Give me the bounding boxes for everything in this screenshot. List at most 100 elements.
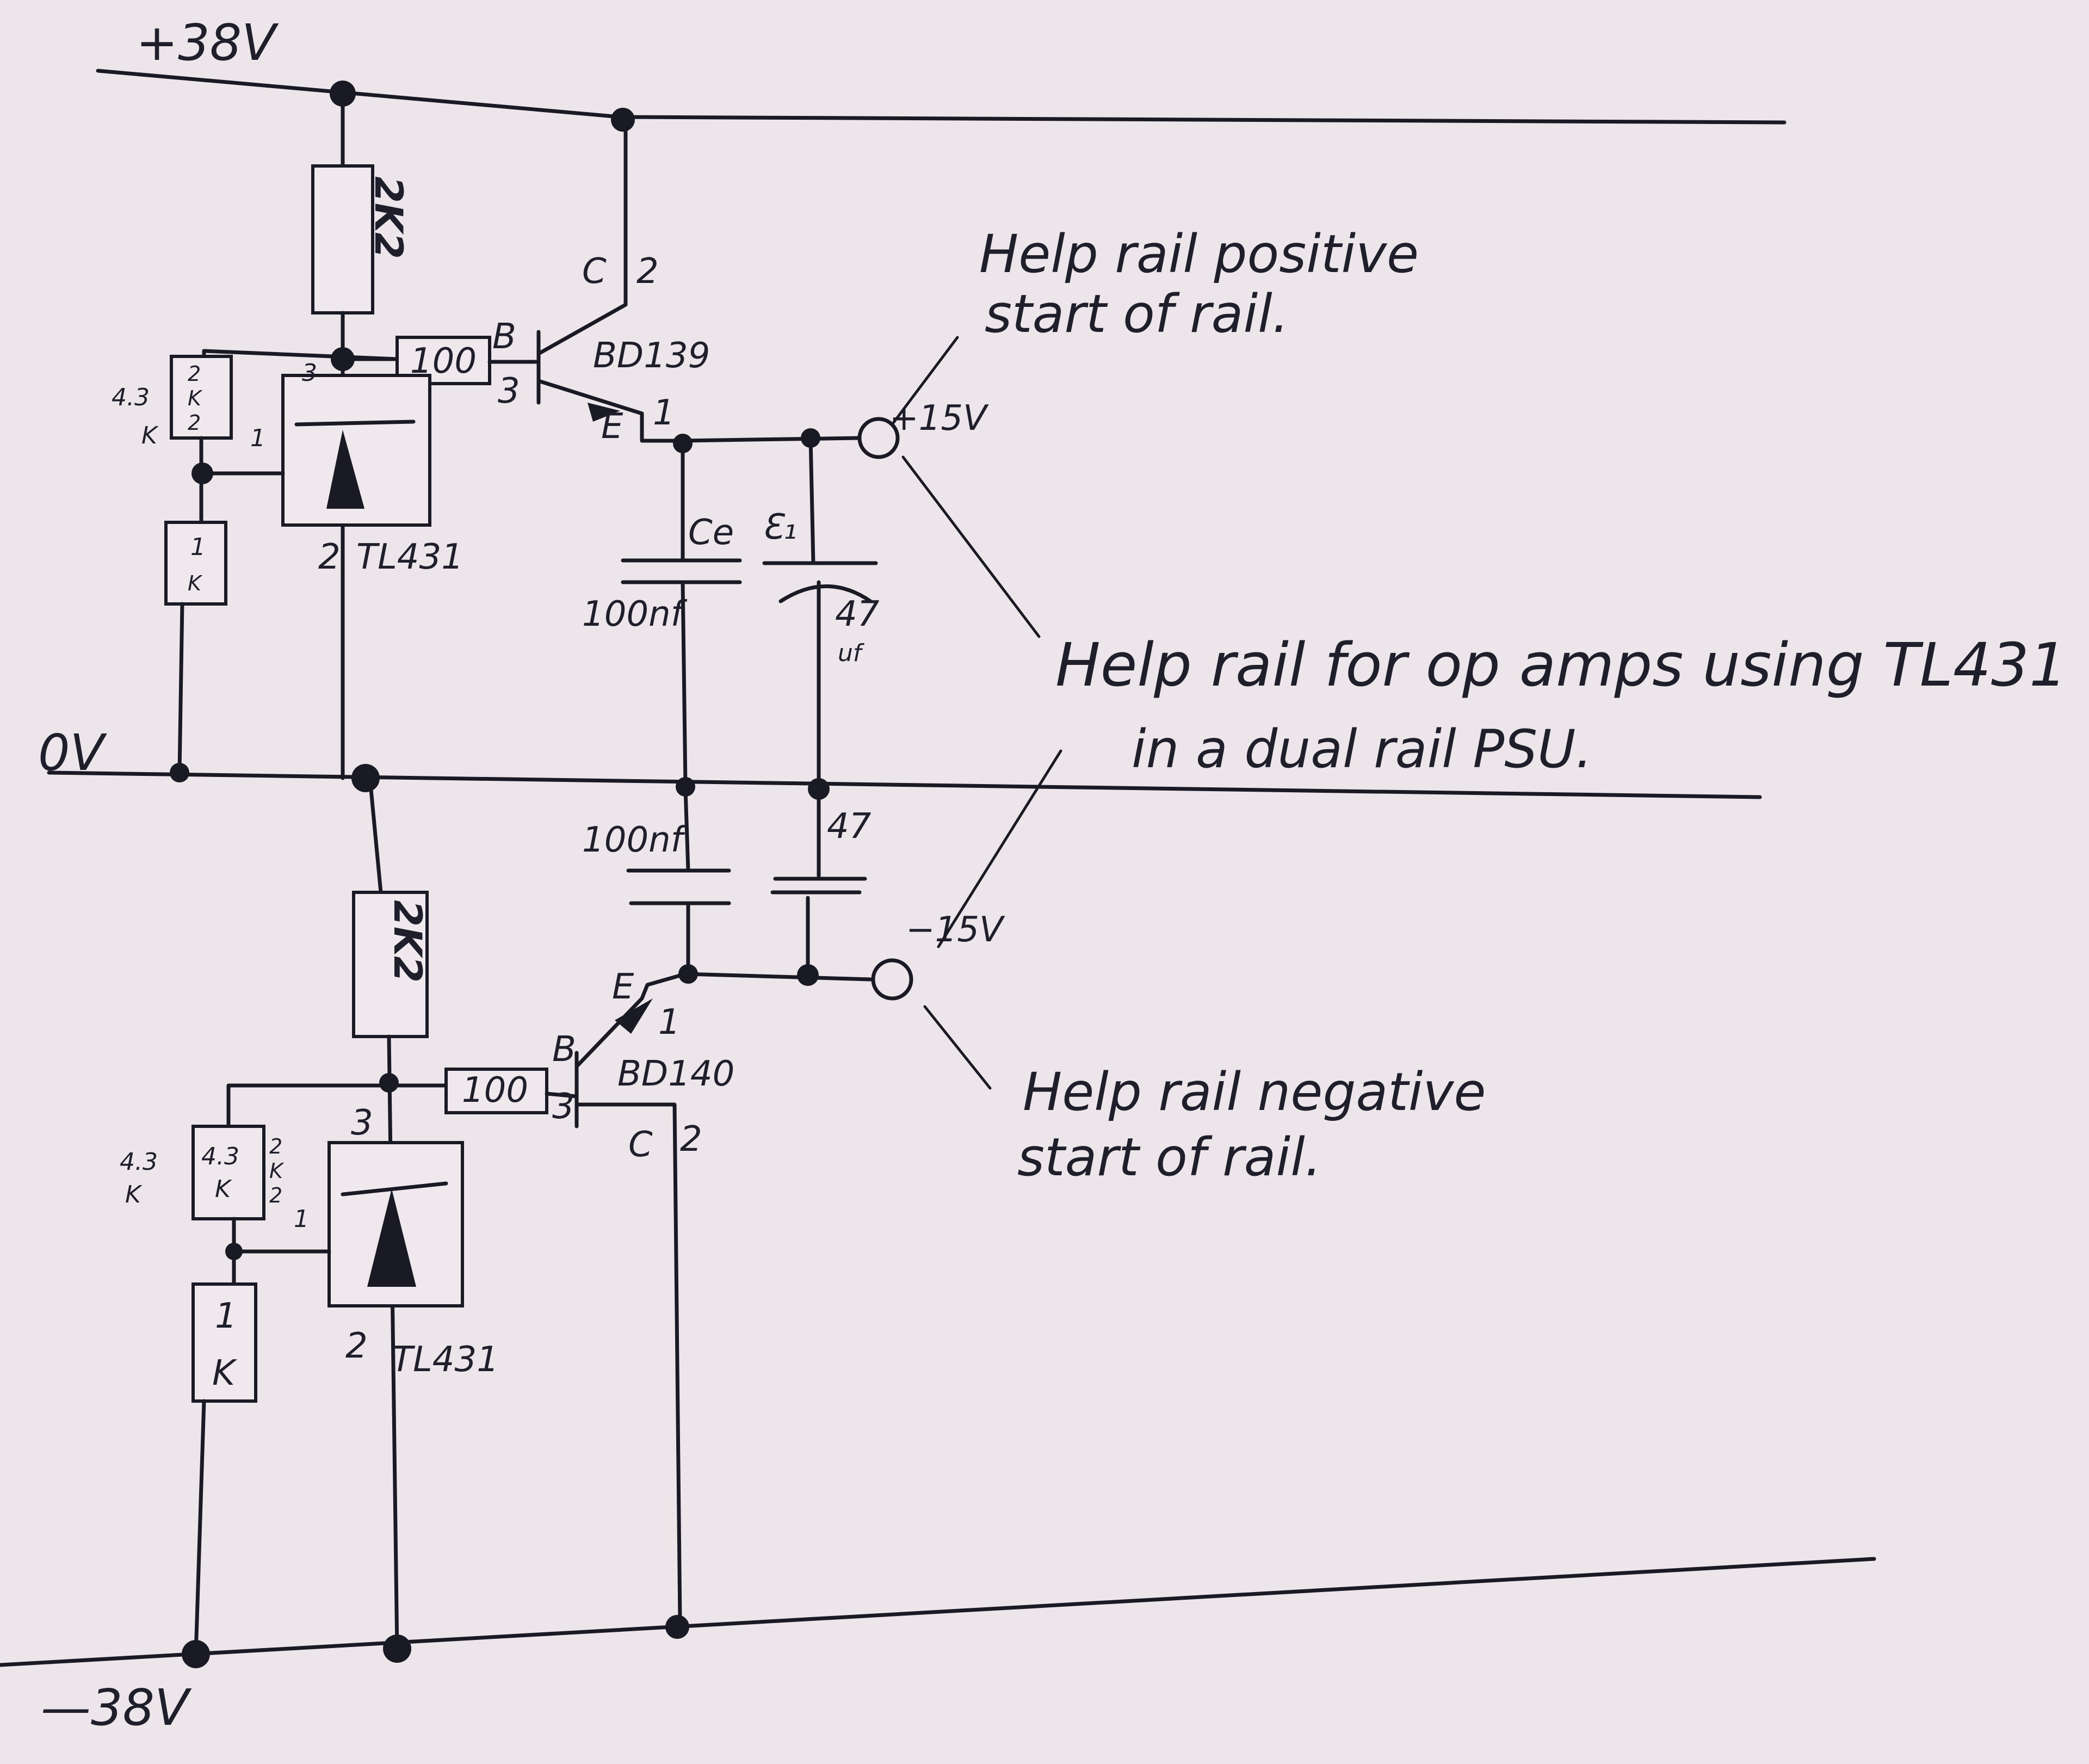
- bd140-label: BD140: [617, 1054, 734, 1094]
- wire: [808, 436, 815, 565]
- divider-value: 4.3: [112, 384, 150, 411]
- wire-negative-out: [683, 972, 873, 982]
- junction: [676, 777, 695, 797]
- tl431-b-pin-2: 2: [345, 1326, 368, 1366]
- divider-stack-2: K: [188, 386, 203, 410]
- tl431-bottom-bar: [341, 1181, 448, 1196]
- divider-b-value: 4.3: [120, 1148, 158, 1176]
- junction: [678, 964, 698, 984]
- divider-value-unit: K: [141, 422, 159, 449]
- tl431-b-label: TL431: [392, 1340, 499, 1380]
- cap-elec-value-2: uf: [838, 639, 865, 667]
- junction: [808, 778, 830, 800]
- junction: [665, 1615, 689, 1639]
- positive-note-line-2: start of rail.: [985, 283, 1289, 344]
- divider-b-inner-1: 4.3: [201, 1143, 239, 1170]
- divider-b-stack-1: 2: [269, 1134, 282, 1158]
- wire: [226, 1083, 448, 1128]
- pointer-positive: [891, 336, 959, 426]
- junction-dots: [170, 81, 830, 1668]
- cap-ceramic-neg-value: 100nf: [582, 820, 688, 860]
- positive-note-line-1: Help rail positive: [979, 224, 1419, 285]
- bd140-collector: [574, 1102, 682, 1624]
- main-note-line-2: in a dual rail PSU.: [1132, 719, 1592, 780]
- ground-rail: [47, 770, 1762, 799]
- wire: [387, 1034, 399, 1654]
- junction: [379, 1073, 399, 1093]
- label-minus15v: −15V: [906, 910, 1005, 950]
- junction: [331, 347, 355, 371]
- resistor-1k-b-2: K: [212, 1353, 238, 1393]
- wire: [194, 1399, 206, 1656]
- bd139-pin-2: 2: [636, 251, 659, 292]
- tl431-triangle: [326, 430, 364, 509]
- junction: [330, 81, 356, 107]
- resistor-100-base-neg: [444, 1068, 548, 1114]
- positive-rail-label: +38V: [136, 14, 279, 72]
- junction: [191, 462, 213, 484]
- label-plus15v: +15V: [889, 398, 989, 439]
- bd139-pin-c: C: [582, 251, 607, 292]
- bd139-collector: [536, 115, 628, 356]
- wire: [368, 776, 383, 895]
- junction: [801, 428, 820, 448]
- bd140-pin-e: E: [612, 967, 634, 1007]
- cap-ceramic-value: 100nf: [582, 594, 688, 634]
- tl431-pin-3: 3: [302, 359, 317, 387]
- bd139-label: BD139: [593, 336, 710, 376]
- resistor-2k2-top: [311, 164, 374, 314]
- resistor-2k2-bottom-label: 2K2: [385, 900, 430, 983]
- junction: [225, 1243, 243, 1260]
- junction: [182, 1640, 210, 1668]
- resistor-2k2-bottom: [352, 891, 429, 1038]
- junction: [611, 108, 635, 132]
- divider-b-inner-2: K: [215, 1175, 232, 1203]
- resistor-1k-b-1: 1: [215, 1296, 237, 1336]
- bd140-arrow: [615, 998, 653, 1034]
- divider-b-stack-2: K: [269, 1159, 285, 1183]
- negative-note-line-1: Help rail negative: [1023, 1062, 1486, 1122]
- divider-b-unit: K: [125, 1181, 143, 1208]
- wire: [683, 787, 690, 873]
- bd139-emitter: [536, 379, 682, 443]
- tl431-pin-1: 1: [250, 424, 265, 452]
- cap-ceramic-label: Ce: [688, 513, 734, 553]
- tl431-bar: [294, 420, 416, 427]
- tl431-b-pin-1: 1: [294, 1205, 309, 1233]
- bd139-pin-b: B: [492, 317, 516, 357]
- bd140-pin-b: B: [552, 1029, 576, 1070]
- junction: [673, 434, 693, 453]
- resistor-1k-1: 1: [190, 533, 206, 561]
- bd139-arrow: [588, 403, 620, 422]
- ground-rail-label: 0V: [38, 724, 108, 782]
- bd139-pin-1: 1: [653, 393, 675, 433]
- resistor-100-neg-label: 100: [462, 1070, 528, 1111]
- bd139-pin-e: E: [601, 406, 623, 447]
- wire: [177, 602, 184, 774]
- resistor-divider-top: [170, 355, 233, 440]
- cap-elec-label: Ɛ₁: [762, 507, 797, 547]
- cap-elec-neg-value: 47: [827, 806, 872, 847]
- bd140-pin-3: 3: [552, 1087, 574, 1127]
- tl431-bottom-triangle: [367, 1189, 416, 1287]
- pointer-main-positive: [901, 455, 1041, 638]
- junction: [170, 763, 189, 782]
- divider-b-stack-3: 2: [269, 1183, 282, 1207]
- tl431-label: TL431: [356, 537, 463, 577]
- main-note-line-1: Help rail for op amps using TL431: [1055, 630, 2067, 700]
- resistor-1k-top: [164, 521, 227, 606]
- terminal-plus15v: [857, 417, 900, 459]
- bd140-pin-c: C: [628, 1125, 653, 1165]
- bd140-emitter: [574, 972, 688, 1069]
- negative-rail-label: —38V: [41, 1679, 192, 1737]
- negative-rail: [0, 1557, 1876, 1667]
- wire: [545, 1091, 579, 1099]
- wire: [681, 580, 688, 788]
- wire-positive-out: [678, 436, 862, 443]
- resistor-1k-bottom: [191, 1282, 257, 1403]
- negative-note-line-2: start of rail.: [1017, 1127, 1321, 1188]
- cap-elec-value-1: 47: [835, 594, 880, 634]
- divider-stack-1: 2: [188, 362, 201, 386]
